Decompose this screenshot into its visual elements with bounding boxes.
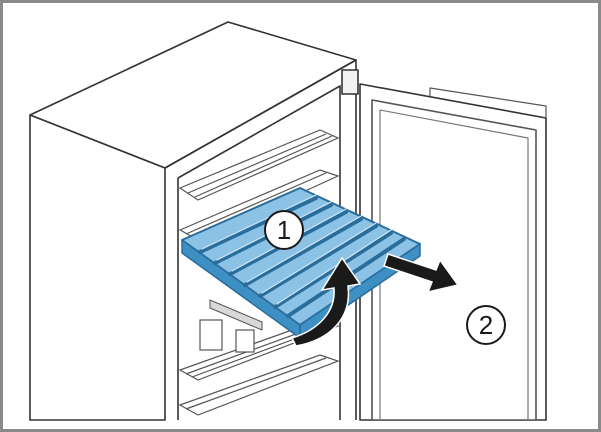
callout-2: 2 xyxy=(466,305,506,345)
callout-1: 1 xyxy=(264,210,304,250)
sliding-shelf-slats xyxy=(198,196,406,318)
callout-1-label: 1 xyxy=(277,215,291,245)
door-gasket xyxy=(379,109,529,420)
callout-2-label: 2 xyxy=(479,310,493,340)
door-top-trim xyxy=(429,87,547,118)
callout-2-circle xyxy=(466,305,506,345)
lift-arrow xyxy=(290,256,362,347)
pull-arrow-shape xyxy=(383,253,460,294)
refrigerator-cabinet xyxy=(29,21,359,421)
lift-arrow-shape xyxy=(290,256,362,347)
shelf-runner xyxy=(209,299,263,331)
callout-1-circle xyxy=(264,210,304,250)
cabinet-side xyxy=(29,114,166,421)
hinge xyxy=(341,69,359,95)
pull-arrow xyxy=(383,253,460,294)
